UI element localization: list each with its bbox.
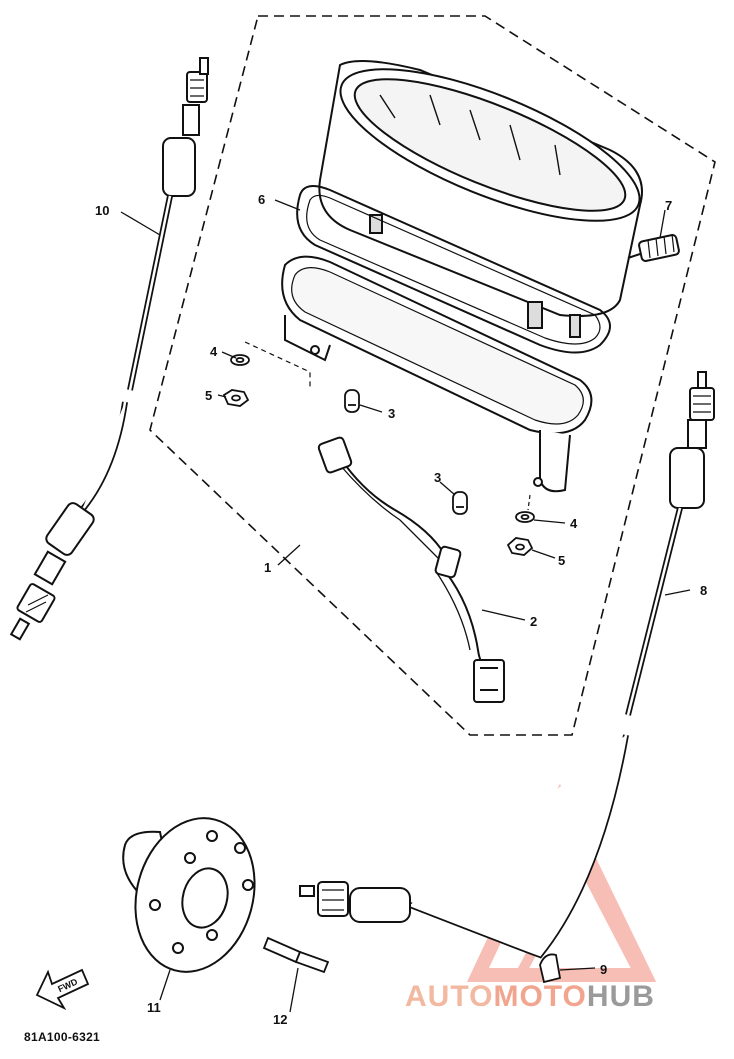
callout-5-right: 5	[558, 553, 565, 568]
callout-8: 8	[700, 583, 707, 598]
nut-5-right	[506, 537, 534, 556]
gasket-6	[296, 185, 611, 354]
meter-bracket	[281, 255, 593, 493]
cable-clamp-9	[539, 953, 562, 984]
callout-7: 7	[665, 198, 672, 213]
watermark-moto: MOTO	[493, 980, 587, 1013]
meter-housing	[318, 60, 643, 338]
nut-5-left	[222, 389, 250, 407]
callout-12: 12	[273, 1012, 287, 1027]
callout-10: 10	[95, 203, 109, 218]
speedometer-cable-8	[299, 371, 715, 959]
callout-2: 2	[530, 614, 537, 629]
watermark-auto: AUTO	[405, 980, 494, 1013]
callout-1: 1	[264, 560, 271, 575]
callout-5-left: 5	[205, 388, 212, 403]
callout-9: 9	[600, 962, 607, 977]
drive-key-12	[262, 936, 330, 974]
callout-3-lower: 3	[434, 470, 441, 485]
assembly-boundary	[149, 15, 716, 736]
trip-knob-7	[627, 233, 680, 262]
callout-11: 11	[147, 1000, 161, 1015]
callout-6: 6	[258, 192, 265, 207]
callout-4-right: 4	[570, 516, 578, 531]
speedometer-gear-unit-11	[122, 817, 256, 973]
fwd-arrow-icon: FWD	[35, 968, 90, 1011]
bulb-3-upper	[344, 389, 360, 413]
callout-4-left: 4	[210, 344, 218, 359]
leader-dashed-left	[244, 341, 311, 388]
watermark-hub: HUB	[586, 980, 655, 1013]
callout-3-upper: 3	[388, 406, 395, 421]
lead-wire-2	[317, 436, 505, 703]
washer-4-right	[515, 511, 535, 523]
watermark-brand: AUTOMOTOHUB	[405, 980, 655, 1014]
leader-lines	[120, 199, 691, 1013]
figure-code: 81A100-6321	[24, 1030, 101, 1044]
bulb-3-lower	[452, 491, 468, 515]
tachometer-cable-10	[9, 57, 209, 641]
